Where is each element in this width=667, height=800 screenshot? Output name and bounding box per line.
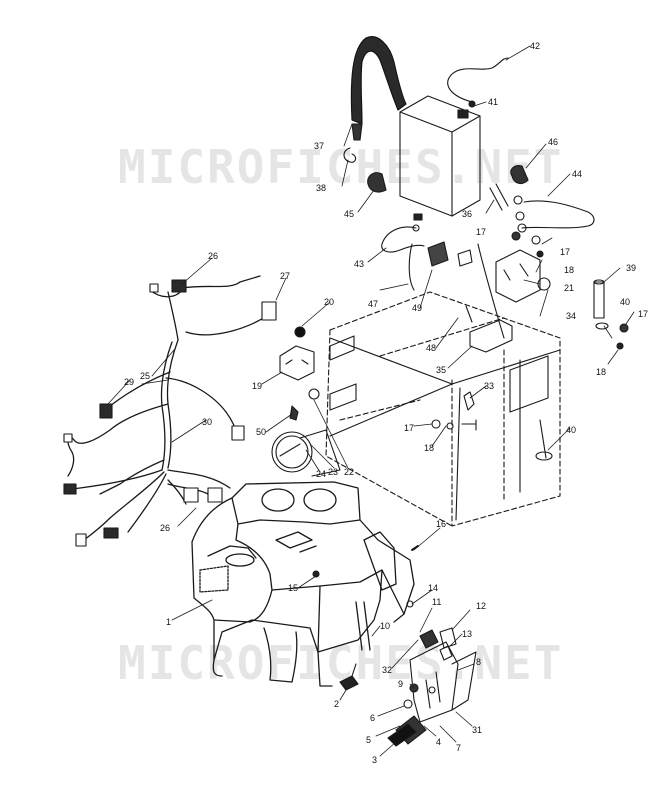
ground-cable bbox=[381, 226, 425, 253]
callout-11: 11 bbox=[432, 597, 442, 607]
callout-15: 15 bbox=[288, 583, 299, 593]
callout-17a: 17 bbox=[476, 227, 487, 237]
callout-3: 3 bbox=[372, 755, 378, 765]
callout-31: 31 bbox=[472, 725, 483, 735]
callout-6: 6 bbox=[370, 713, 376, 723]
callout-45: 45 bbox=[344, 209, 355, 219]
bolt bbox=[339, 663, 359, 691]
callout-16: 16 bbox=[436, 519, 447, 529]
callout-38: 38 bbox=[316, 183, 327, 193]
switch-bracket bbox=[409, 641, 477, 723]
callout-43: 43 bbox=[354, 259, 365, 269]
callout-40b: 40 bbox=[566, 425, 577, 435]
battery bbox=[399, 95, 481, 221]
callout-14: 14 bbox=[428, 583, 439, 593]
callout-18c: 18 bbox=[424, 443, 435, 453]
callout-27: 27 bbox=[280, 271, 291, 281]
callout-32: 32 bbox=[382, 665, 393, 675]
leader-lines bbox=[107, 45, 635, 637]
solenoid bbox=[510, 165, 529, 185]
relay-bracket bbox=[495, 249, 541, 303]
callout-26b: 26 bbox=[160, 523, 171, 533]
relay bbox=[427, 241, 449, 267]
callout-22: 22 bbox=[344, 467, 355, 477]
positive-cable bbox=[521, 200, 595, 229]
callout-34: 34 bbox=[566, 311, 577, 321]
callout-4: 4 bbox=[436, 737, 442, 747]
callout-24: 24 bbox=[316, 469, 327, 479]
harness-connectors bbox=[63, 279, 277, 547]
callout-48: 48 bbox=[426, 343, 437, 353]
knob bbox=[294, 326, 306, 338]
callout-19: 19 bbox=[252, 381, 263, 391]
clip bbox=[463, 391, 475, 411]
support-bracket bbox=[469, 319, 513, 353]
callout-29: 29 bbox=[124, 377, 135, 387]
wiring-harness bbox=[63, 275, 271, 541]
callout-18a: 18 bbox=[564, 265, 575, 275]
switch-knob-11 bbox=[419, 629, 439, 649]
callout-40a: 40 bbox=[620, 297, 631, 307]
callout-41: 41 bbox=[488, 97, 499, 107]
callout-42: 42 bbox=[530, 41, 541, 51]
mounting-bracket bbox=[279, 345, 315, 381]
callout-7: 7 bbox=[456, 743, 462, 753]
boot bbox=[367, 172, 387, 193]
battery-strap bbox=[350, 36, 407, 141]
callout-46: 46 bbox=[548, 137, 559, 147]
tube bbox=[593, 281, 605, 319]
callout-13: 13 bbox=[462, 629, 473, 639]
callout-49: 49 bbox=[412, 303, 423, 313]
callout-30: 30 bbox=[202, 417, 213, 427]
rod bbox=[489, 183, 509, 211]
hardware-cluster bbox=[511, 195, 551, 291]
switch-13 bbox=[439, 645, 453, 661]
callout-23: 23 bbox=[328, 467, 339, 477]
callout-44: 44 bbox=[572, 169, 583, 179]
watermark-top: MICROFICHES.NET bbox=[118, 140, 564, 194]
frame-outline bbox=[325, 291, 561, 527]
callout-35: 35 bbox=[436, 365, 447, 375]
callout-5: 5 bbox=[366, 735, 372, 745]
console-cowl bbox=[191, 481, 415, 687]
callout-37: 37 bbox=[314, 141, 325, 151]
callout-25: 25 bbox=[140, 371, 151, 381]
callout-47: 47 bbox=[368, 299, 379, 309]
harness-lead bbox=[408, 243, 415, 291]
callout-21: 21 bbox=[564, 283, 575, 293]
callout-36: 36 bbox=[462, 209, 473, 219]
callout-9: 9 bbox=[398, 679, 404, 689]
callout-17d: 17 bbox=[404, 423, 415, 433]
gauge bbox=[271, 429, 341, 477]
callout-20: 20 bbox=[324, 297, 335, 307]
callout-1: 1 bbox=[166, 617, 172, 627]
callout-2: 2 bbox=[334, 699, 340, 709]
switch-12 bbox=[439, 627, 457, 649]
strap-hook bbox=[343, 147, 357, 163]
grommet bbox=[535, 451, 553, 461]
callout-50: 50 bbox=[256, 427, 267, 437]
battery-cable bbox=[447, 57, 509, 103]
callout-17c: 17 bbox=[638, 309, 649, 319]
callout-10: 10 bbox=[380, 621, 391, 631]
callout-12: 12 bbox=[476, 601, 487, 611]
callout-8: 8 bbox=[476, 657, 482, 667]
callout-33: 33 bbox=[484, 381, 495, 391]
callout-39: 39 bbox=[626, 263, 637, 273]
callout-26a: 26 bbox=[208, 251, 219, 261]
callout-18b: 18 bbox=[596, 367, 607, 377]
callout-17b: 17 bbox=[560, 247, 571, 257]
